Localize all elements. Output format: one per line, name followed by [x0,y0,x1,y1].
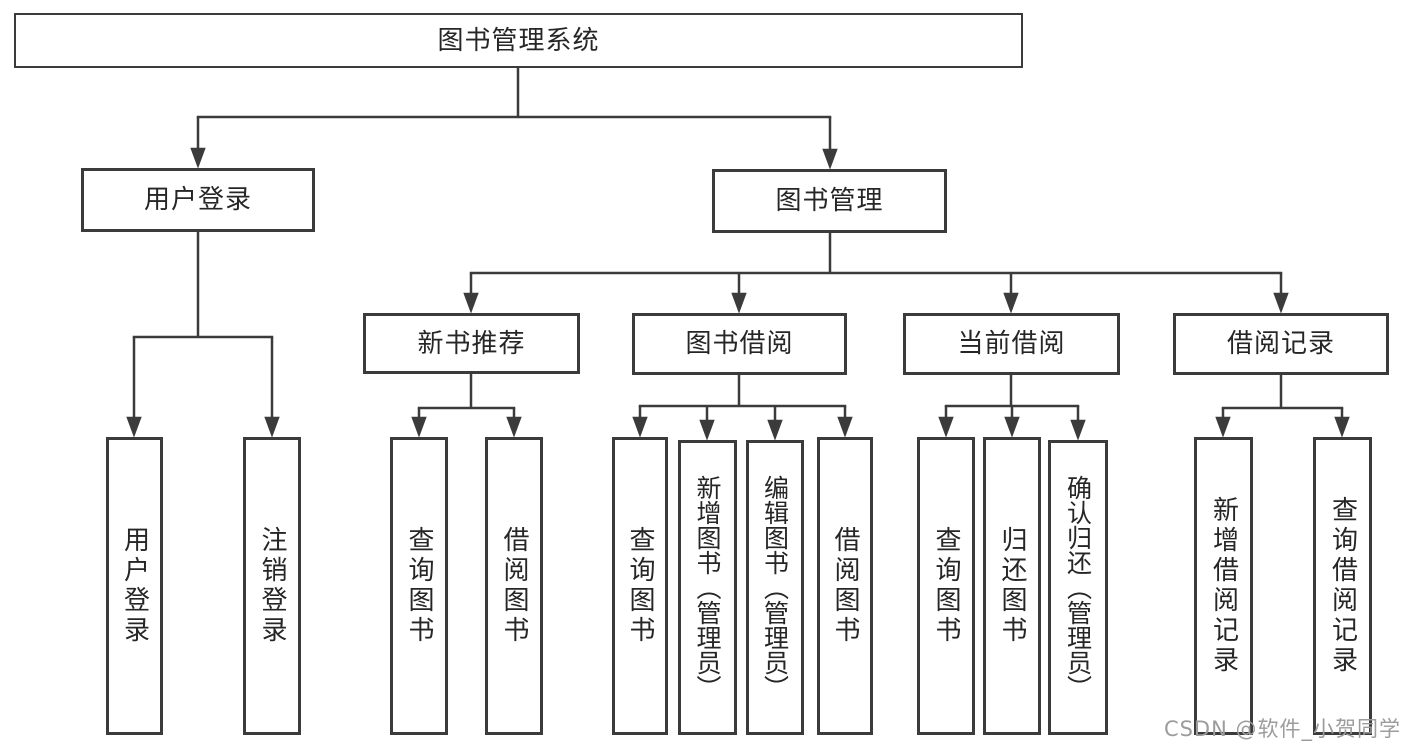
node-new-book-recommend: 新书推荐 [363,313,580,374]
leaf-logout-login: 注销登录 [243,437,301,735]
node-library-management-system: 图书管理系统 [14,13,1023,68]
leaf-return-books: 归还图书 [983,437,1041,735]
leaf-edit-book-admin: 编辑图书（管理员） [746,440,804,735]
node-borrow-records: 借阅记录 [1173,313,1389,375]
leaf-user-login: 用户登录 [106,437,163,735]
node-book-management: 图书管理 [712,169,947,233]
leaf-borrow-books-recommend: 借阅图书 [485,437,543,735]
leaf-add-borrow-record: 新增借阅记录 [1194,437,1253,735]
node-book-borrow: 图书借阅 [632,313,847,375]
leaf-query-books-recommend: 查询图书 [390,437,448,735]
node-current-borrow: 当前借阅 [903,313,1120,375]
leaf-add-book-admin: 新增图书（管理员） [678,440,737,735]
leaf-query-books-current: 查询图书 [917,437,975,735]
leaf-query-books-borrow: 查询图书 [612,437,668,735]
csdn-watermark: CSDN @软件_小贺同学 [1163,717,1401,741]
connector-group [126,68,1350,441]
leaf-query-borrow-record: 查询借阅记录 [1313,437,1372,735]
leaf-confirm-return-admin: 确认归还（管理员） [1048,440,1108,735]
node-user-login: 用户登录 [81,168,315,232]
leaf-borrow-books: 借阅图书 [817,437,873,735]
